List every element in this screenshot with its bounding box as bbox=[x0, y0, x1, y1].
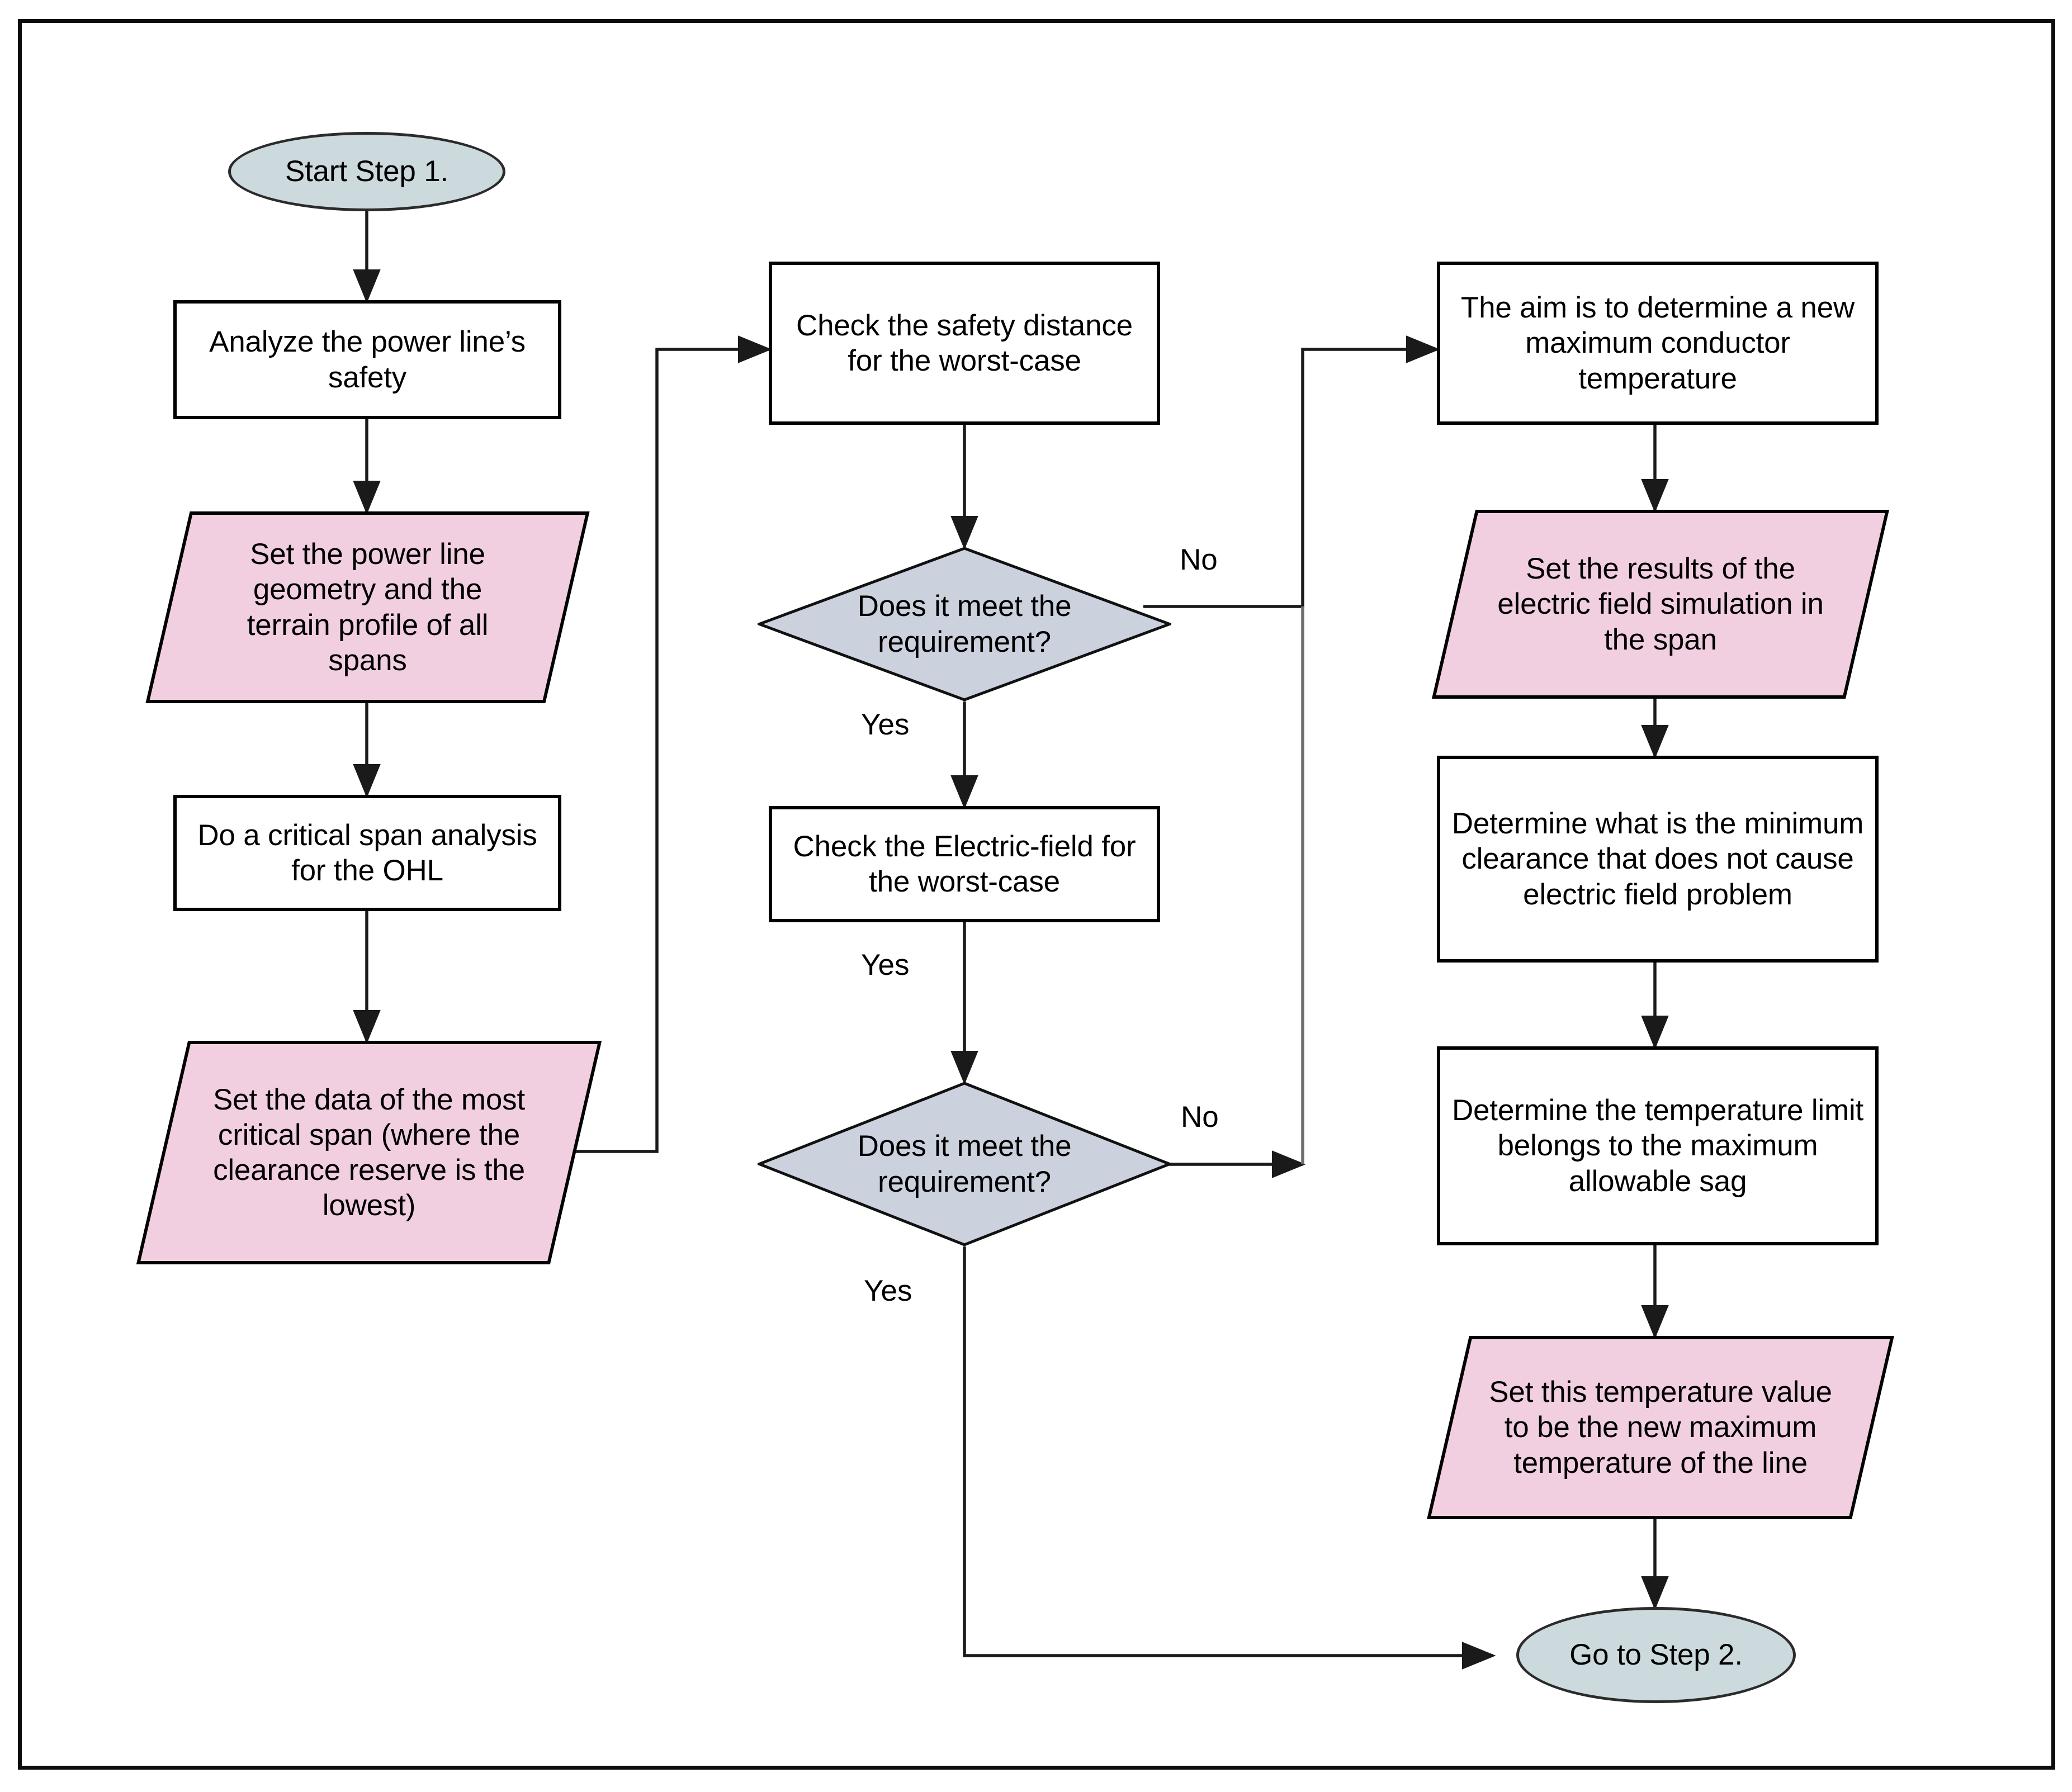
node-decision-safety-requirement[interactable]: Does it meet the requirement? bbox=[758, 547, 1171, 701]
node-critical-span-label: Do a critical span analysis for the OHL bbox=[197, 818, 537, 887]
node-decision2-label: Does it meet the requirement? bbox=[857, 1130, 1072, 1198]
node-determine-minimum-clearance[interactable]: Determine what is the minimum clearance … bbox=[1437, 756, 1879, 963]
node-check-safety-label: Check the safety distance for the worst-… bbox=[796, 309, 1133, 377]
node-analyze-label: Analyze the power line’s safety bbox=[209, 325, 526, 394]
node-set-geometry-label: Set the power line geometry and the terr… bbox=[247, 538, 489, 677]
node-go-to-step-2[interactable]: Go to Step 2. bbox=[1516, 1607, 1796, 1703]
node-set-new-temp-label: Set this temperature value to be the new… bbox=[1489, 1376, 1832, 1480]
edge-label-decision2-no: No bbox=[1181, 1101, 1219, 1134]
node-check-electric-field[interactable]: Check the Electric-field for the worst-c… bbox=[769, 806, 1160, 922]
node-min-clearance-label: Determine what is the minimum clearance … bbox=[1451, 807, 1864, 911]
node-analyze-power-line-safety[interactable]: Analyze the power line’s safety bbox=[173, 300, 561, 419]
edge-label-decision1-no: No bbox=[1180, 543, 1218, 576]
node-check-efield-label: Check the Electric-field for the worst-c… bbox=[793, 829, 1136, 898]
node-set-critical-span-data[interactable]: Set the data of the most critical span (… bbox=[136, 1041, 602, 1264]
node-start-label: Start Step 1. bbox=[285, 155, 448, 188]
diamond-shape bbox=[758, 547, 1171, 701]
node-set-new-maximum-temperature[interactable]: Set this temperature value to be the new… bbox=[1427, 1336, 1894, 1519]
node-temp-limit-label: Determine the temperature limit belongs … bbox=[1451, 1094, 1864, 1198]
node-set-efield-results-label: Set the results of the electric field si… bbox=[1497, 552, 1824, 656]
node-set-power-line-geometry[interactable]: Set the power line geometry and the terr… bbox=[145, 511, 590, 703]
edge-label-decision2-yes: Yes bbox=[864, 1274, 912, 1307]
edge-label-decision1-yes: Yes bbox=[861, 708, 910, 741]
node-decision-efield-requirement[interactable]: Does it meet the requirement? bbox=[758, 1082, 1171, 1246]
node-check-safety-distance[interactable]: Check the safety distance for the worst-… bbox=[769, 262, 1160, 425]
node-set-efield-simulation-results[interactable]: Set the results of the electric field si… bbox=[1431, 510, 1890, 699]
node-end-label: Go to Step 2. bbox=[1569, 1638, 1743, 1672]
node-decision1-label: Does it meet the requirement? bbox=[857, 590, 1072, 658]
node-start[interactable]: Start Step 1. bbox=[228, 132, 505, 211]
node-determine-temperature-limit[interactable]: Determine the temperature limit belongs … bbox=[1437, 1046, 1879, 1245]
edge-label-checkefield-yes: Yes bbox=[861, 949, 910, 982]
node-aim-label: The aim is to determine a new maximum co… bbox=[1460, 291, 1855, 395]
node-set-span-data-label: Set the data of the most critical span (… bbox=[213, 1083, 525, 1222]
node-critical-span-analysis[interactable]: Do a critical span analysis for the OHL bbox=[173, 795, 561, 911]
diamond-shape bbox=[758, 1082, 1171, 1246]
node-aim-new-max-temperature[interactable]: The aim is to determine a new maximum co… bbox=[1437, 262, 1879, 425]
